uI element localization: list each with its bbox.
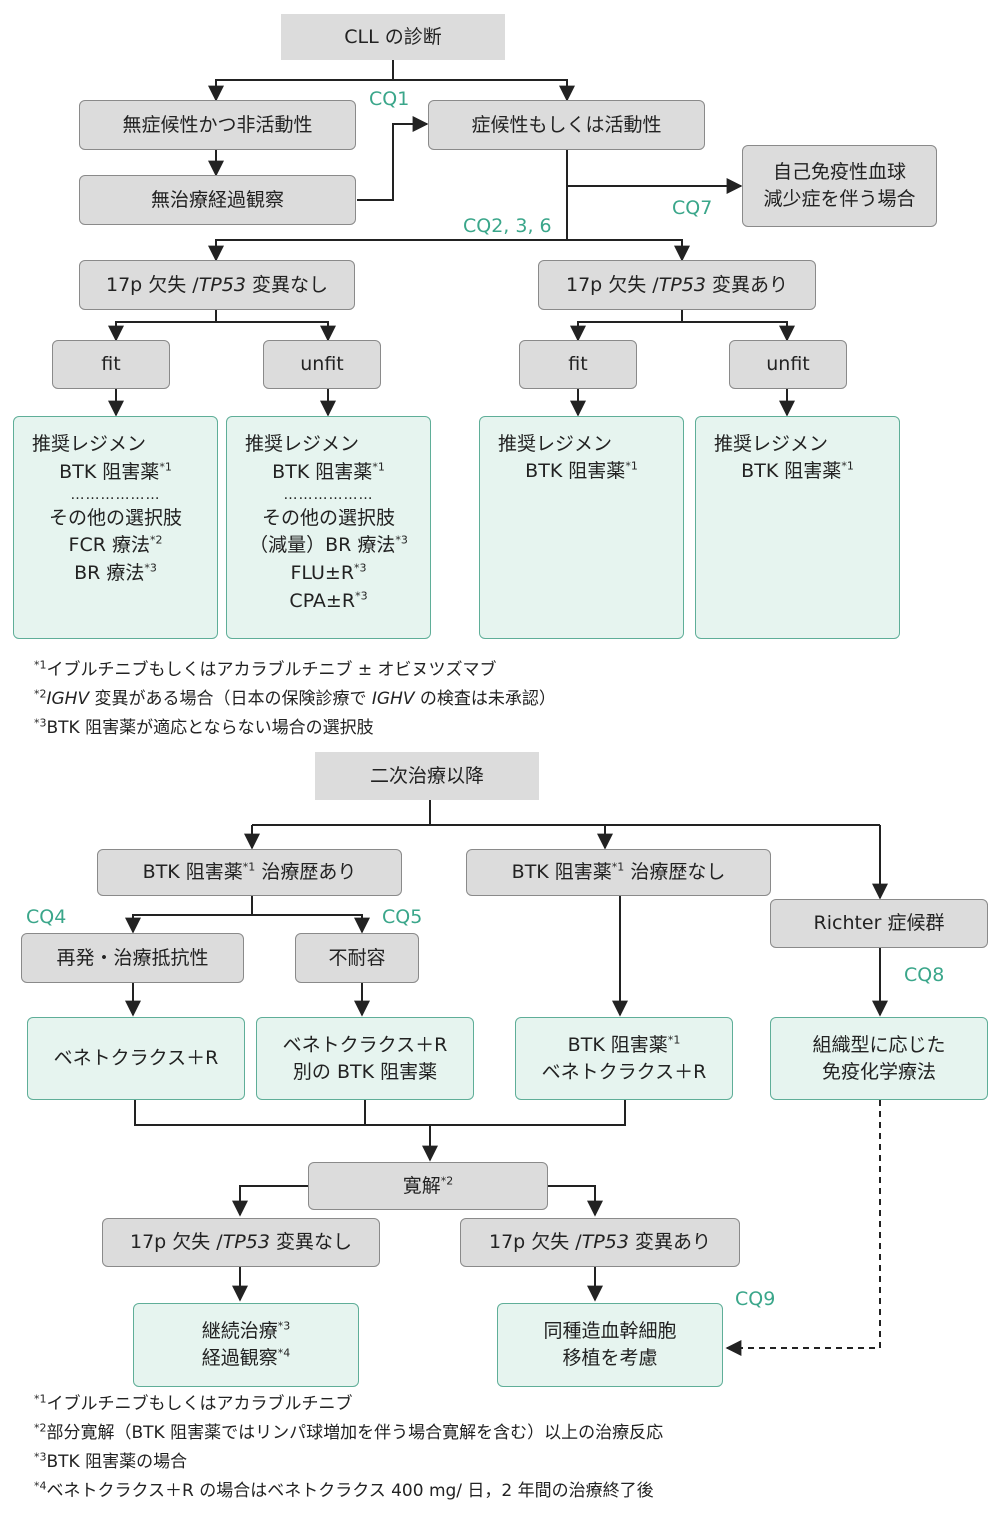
diagnosis-box: CLL の診断: [281, 14, 505, 60]
regimen-unfit-mutation: 推奨レジメン BTK 阻害薬*1: [695, 416, 900, 639]
footnote-1c: *3BTK 阻害薬が適応とならない場合の選択肢: [34, 716, 374, 738]
footnote-1b: *2IGHV 変異がある場合（日本の保険診療で IGHV の検査は未承認）: [34, 687, 556, 709]
cq9-label: CQ9: [735, 1288, 776, 1310]
btk-history-no-label: BTK 阻害薬*1 治療歴なし: [511, 860, 726, 884]
fit-box-left: fit: [52, 340, 170, 389]
no-mutation-box: 17p 欠失 /TP53 変異なし: [79, 260, 355, 310]
cq4-label: CQ4: [26, 906, 67, 928]
observation-box: 無治療経過観察: [79, 175, 356, 225]
continue-treatment-box: 継続治療*3 経過観察*4: [133, 1303, 359, 1387]
btk-history-yes-label: BTK 阻害薬*1 治療歴あり: [142, 860, 357, 884]
cq7-label: CQ7: [672, 197, 713, 219]
regimen-unfit-no-mutation: 推奨レジメン BTK 阻害薬*1 ……………… その他の選択肢 （減量）BR 療…: [226, 416, 431, 639]
no-mutation-label: 17p 欠失 /TP53 変異なし: [105, 273, 328, 296]
symptomatic-box: 症候性もしくは活動性: [428, 100, 705, 150]
unfit-box-left: unfit: [263, 340, 381, 389]
btk-history-yes-box: BTK 阻害薬*1 治療歴あり: [97, 849, 402, 896]
autoimmune-box: 自己免疫性血球 減少症を伴う場合: [742, 145, 937, 227]
btk-inhibitor-line: BTK 阻害薬*1: [272, 460, 385, 483]
mutation-box: 17p 欠失 /TP53 変異あり: [538, 260, 816, 310]
footnote-2a: *1イブルチニブもしくはアカラブルチニブ: [34, 1392, 353, 1414]
btk-history-no-box: BTK 阻害薬*1 治療歴なし: [466, 849, 771, 896]
br-line: BR 療法*3: [74, 561, 157, 585]
flu-line: FLU±R*3: [290, 561, 367, 585]
cpa-line: CPA±R*3: [289, 589, 368, 612]
reduced-br-line: （減量）BR 療法*3: [249, 534, 408, 557]
venetoclax-or-other-btk-box: ベネトクラクス＋R 別の BTK 阻害薬: [256, 1017, 474, 1100]
mutation-label-2: 17p 欠失 /TP53 変異あり: [488, 1231, 711, 1254]
asymptomatic-box: 無症候性かつ非活動性: [79, 100, 356, 150]
continue-line: 継続治療*3: [201, 1320, 291, 1343]
footnote-2d: *4ベネトクラクス＋R の場合はベネトクラクス 400 mg/ 日，2 年間の治…: [34, 1479, 654, 1501]
footnote-2c: *3BTK 阻害薬の場合: [34, 1450, 188, 1472]
observe-line: 経過観察*4: [201, 1346, 291, 1369]
regimen-fit-no-mutation: 推奨レジメン BTK 阻害薬*1 ……………… その他の選択肢 FCR 療法*2…: [13, 416, 218, 639]
unfit-box-right: unfit: [729, 340, 847, 389]
cq236-label: CQ2, 3, 6: [463, 215, 552, 237]
mutation-label: 17p 欠失 /TP53 変異あり: [565, 273, 788, 296]
second-line-box: 二次治療以降: [315, 752, 539, 800]
transplant-box: 同種造血幹細胞 移植を考慮: [497, 1303, 723, 1387]
btk-line: BTK 阻害薬*1: [567, 1033, 681, 1056]
cq8-label: CQ8: [904, 964, 945, 986]
cq1-label: CQ1: [369, 88, 410, 110]
relapse-box: 再発・治療抵抗性: [21, 933, 244, 983]
regimen-fit-mutation: 推奨レジメン BTK 阻害薬*1: [479, 416, 684, 639]
no-mutation-box-2: 17p 欠失 /TP53 変異なし: [102, 1218, 380, 1267]
remission-label: 寛解*2: [402, 1174, 454, 1197]
chemoimmunotherapy-box: 組織型に応じた 免疫化学療法: [770, 1017, 988, 1100]
btk-inhibitor-line: BTK 阻害薬*1: [525, 459, 638, 482]
btk-inhibitor-line: BTK 阻害薬*1: [741, 459, 854, 482]
footnote-1a: *1イブルチニブもしくはアカラブルチニブ ± オビヌツズマブ: [34, 658, 497, 680]
fit-box-right: fit: [519, 340, 637, 389]
no-mutation-label-2: 17p 欠失 /TP53 変異なし: [129, 1231, 352, 1254]
mutation-box-2: 17p 欠失 /TP53 変異あり: [460, 1218, 740, 1267]
richter-box: Richter 症候群: [770, 899, 988, 948]
fcr-line: FCR 療法*2: [68, 534, 163, 557]
venetoclax-box: ベネトクラクス＋R: [27, 1017, 245, 1100]
btk-inhibitor-line: BTK 阻害薬*1: [59, 460, 172, 483]
intolerant-box: 不耐容: [295, 933, 419, 983]
cq5-label: CQ5: [382, 906, 423, 928]
footnote-2b: *2部分寛解（BTK 阻害薬ではリンパ球増加を伴う場合寛解を含む）以上の治療反応: [34, 1421, 664, 1443]
btk-or-venetoclax-box: BTK 阻害薬*1 ベネトクラクス＋R: [515, 1017, 733, 1100]
remission-box: 寛解*2: [308, 1162, 548, 1210]
